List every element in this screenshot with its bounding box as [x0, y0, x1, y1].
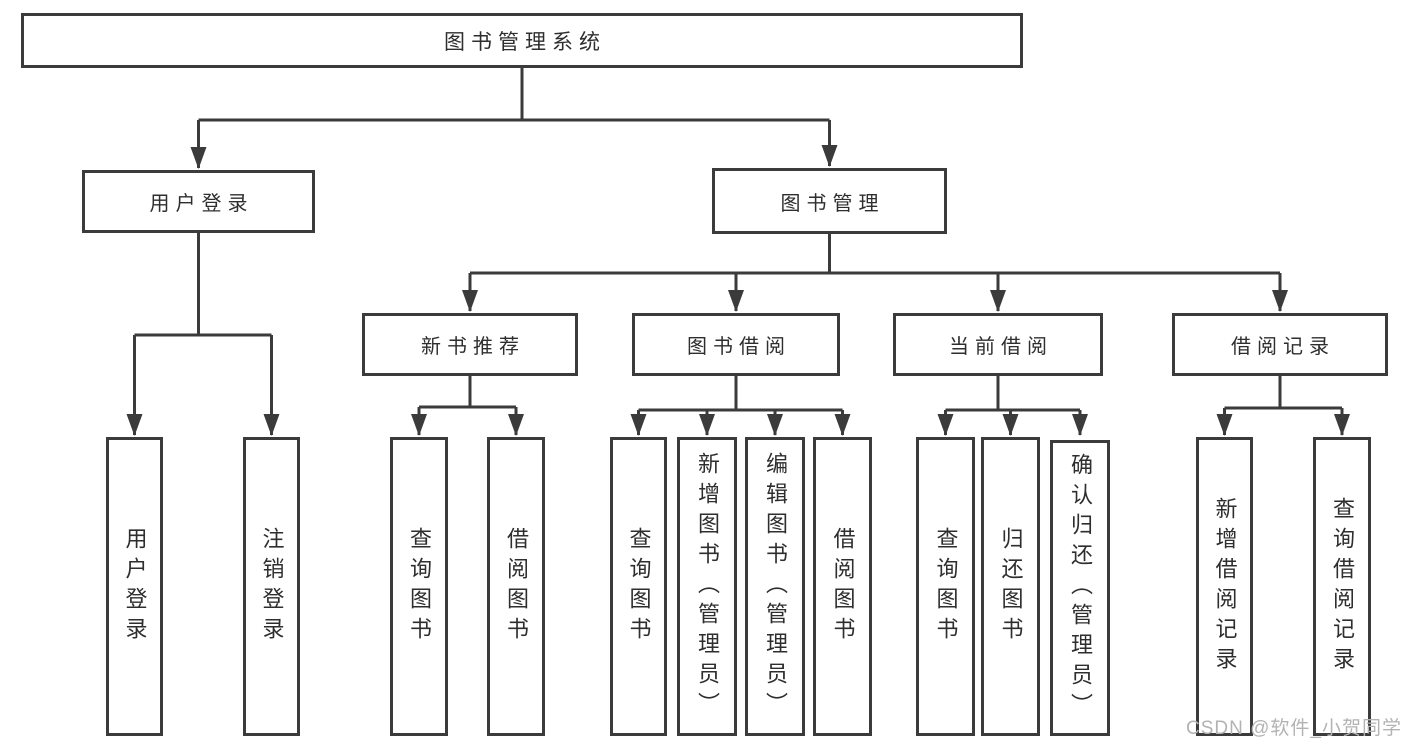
leaf-logout: 注销登录	[243, 437, 300, 736]
node-book-management: 图书管理	[712, 168, 947, 234]
node-label: 查询图书	[626, 526, 652, 647]
node-label: 新书推荐	[421, 336, 525, 358]
node-label: 用户登录	[122, 526, 148, 647]
leaf-borrow-books-2: 借阅图书	[813, 437, 872, 736]
node-label: 借阅图书	[504, 526, 529, 647]
node-label: 图书管理	[780, 192, 885, 215]
node-current-borrow: 当前借阅	[893, 313, 1103, 376]
node-label: 当前借阅	[949, 336, 1053, 358]
leaf-borrow-books-1: 借阅图书	[487, 437, 545, 736]
node-label: 查询图书	[407, 526, 432, 647]
leaf-add-book-admin: 新增图书（管理员）	[677, 437, 737, 736]
leaf-confirm-return-admin: 确认归还（管理员）	[1050, 440, 1110, 736]
leaf-query-books-1: 查询图书	[390, 437, 448, 736]
node-new-book-recommend: 新书推荐	[362, 313, 578, 376]
csdn-watermark: CSDN @软件_小贺同学	[1186, 718, 1402, 739]
node-label: 用户登录	[149, 193, 254, 215]
leaf-query-borrow-record: 查询借阅记录	[1313, 437, 1371, 736]
leaf-return-book: 归还图书	[981, 437, 1040, 736]
node-label: 新增图书（管理员）	[695, 451, 720, 722]
node-label: 图书管理系统	[444, 30, 606, 54]
node-label: 确认归还（管理员）	[1068, 453, 1093, 723]
node-label: 查询图书	[933, 526, 959, 647]
node-label: 新增借阅记录	[1212, 496, 1238, 677]
node-label: 借阅图书	[830, 526, 856, 647]
leaf-add-borrow-record: 新增借阅记录	[1196, 437, 1253, 736]
node-user-login: 用户登录	[82, 170, 315, 233]
leaf-user-login: 用户登录	[106, 437, 163, 736]
node-label: 注销登录	[259, 526, 285, 647]
leaf-query-books-3: 查询图书	[916, 437, 975, 736]
leaf-query-books-2: 查询图书	[610, 437, 667, 736]
node-book-borrow: 图书借阅	[632, 313, 840, 376]
node-root: 图书管理系统	[21, 13, 1023, 68]
node-label: 编辑图书（管理员）	[763, 451, 788, 722]
node-label: 查询借阅记录	[1330, 496, 1355, 677]
node-label: 借阅记录	[1231, 336, 1335, 358]
node-borrow-records: 借阅记录	[1172, 313, 1388, 376]
leaf-edit-book-admin: 编辑图书（管理员）	[745, 437, 805, 736]
node-label: 图书借阅	[687, 336, 791, 358]
node-label: 归还图书	[998, 526, 1024, 647]
